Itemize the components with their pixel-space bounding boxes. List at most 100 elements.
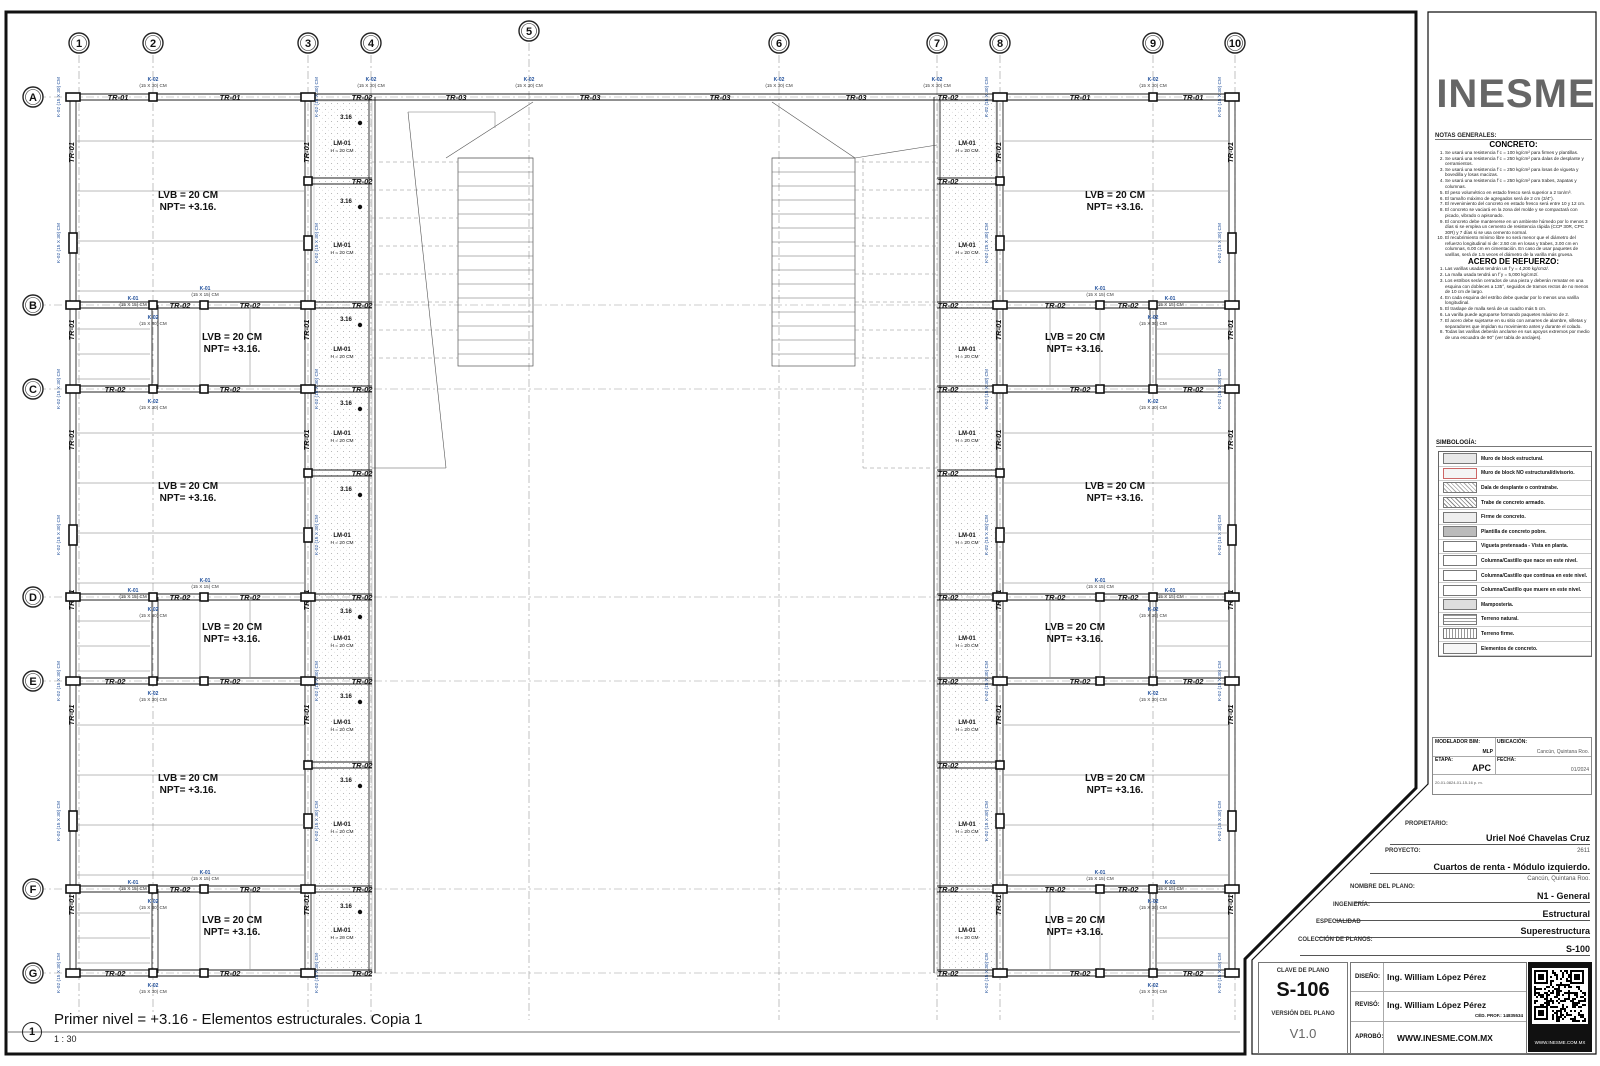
beam-label: TR-03: [710, 93, 732, 102]
column: [992, 92, 1008, 102]
code-value: 20-01-0824-01-15-16 p. m.: [1435, 780, 1483, 785]
symbology-row: Columna/Castillo que nace en este nivel.: [1439, 554, 1591, 569]
diseno-label: DISEÑO:: [1355, 974, 1381, 980]
column-label: K-01: [1165, 588, 1176, 594]
column-label: K-02: [148, 607, 159, 613]
column: [1148, 92, 1158, 102]
column-label: K-02 (15 X 30) CM: [984, 369, 990, 409]
acero-note: En cada esquina del estribo debe quedar …: [1445, 295, 1592, 306]
beam-label: TR-02: [240, 885, 262, 894]
beam-label: TR-01: [302, 142, 311, 163]
beam-label: TR-02: [352, 761, 374, 770]
concreto-note: El concreto se vaciará en la zona del mo…: [1445, 207, 1592, 218]
column-dim-label: (15 X 30) CM: [1139, 321, 1166, 326]
symbology-label: Columna/Castillo que muere en este nivel…: [1481, 587, 1582, 594]
slab-label: LVB = 20 CM: [1045, 622, 1105, 633]
beam-label: TR-02: [938, 969, 960, 978]
beam-label: TR-02: [352, 885, 374, 894]
beam-label: TR-02: [352, 593, 374, 602]
beam-label: TR-01: [994, 320, 1003, 341]
grid-col-label: 1: [76, 38, 82, 50]
beam-label: TR-02: [1118, 593, 1140, 602]
symbology-swatch: [1443, 540, 1477, 552]
column: [148, 884, 158, 894]
column-dim-label: (15 X 30) CM: [1139, 405, 1166, 410]
grid-col-label: 5: [526, 26, 532, 38]
clave-box: CLAVE DE PLANO S-106 VERSIÓN DEL PLANO V…: [1258, 962, 1348, 1054]
grid-col-label: 6: [776, 38, 782, 50]
stair-level-mark: 3.16: [340, 609, 352, 615]
symbology-row: Vigueta pretensada - Vista en planta.: [1439, 540, 1591, 555]
level-symbol-icon: [357, 406, 363, 412]
acero-note: El acero debe sujetarse en su sitio con …: [1445, 318, 1592, 329]
column-label: K-01: [1095, 286, 1106, 292]
column-label: K-02: [774, 77, 785, 83]
column: [300, 676, 316, 686]
column: [68, 810, 78, 832]
beam-label: TR-02: [1070, 969, 1092, 978]
column: [65, 384, 81, 394]
symbology-row: Dala de desplante o contratrabe.: [1439, 481, 1591, 496]
column-label: K-02 (15 X 30) CM: [56, 953, 62, 993]
npt-label: NPT= +3.16.: [160, 493, 217, 504]
grid-bubble: [768, 32, 790, 54]
column: [148, 384, 158, 394]
column-label: K-02 (15 X 30) CM: [1217, 77, 1223, 117]
stair-diagonal: [445, 101, 534, 159]
beam-label: TR-01: [302, 320, 311, 341]
column: [300, 92, 316, 102]
column-dim-label: (15 X 30) CM: [1139, 83, 1166, 88]
stair-diagonal: [771, 101, 856, 159]
symbology-label: Dala de desplante o contratrabe.: [1481, 484, 1559, 491]
modelador-value: MLP: [1482, 749, 1493, 755]
signatures-box: DISEÑO: Ing. William López Pérez REVISÓ:…: [1350, 962, 1527, 1054]
column-label: K-02: [1148, 899, 1159, 905]
beam-label: TR-02: [1183, 677, 1205, 686]
column-dim-label: (15 X 30) CM: [1139, 905, 1166, 910]
fecha-value: 01/2024: [1570, 767, 1589, 773]
column: [199, 300, 209, 310]
column-label: K-02: [524, 77, 535, 83]
grid-col-label: 8: [997, 38, 1003, 50]
column: [300, 884, 316, 894]
column-dim-label: (15 X 15) CM: [191, 292, 218, 297]
column-label: K-02: [148, 691, 159, 697]
reviso-label: REVISÓ:: [1355, 1002, 1380, 1008]
beam-label: TR-01: [1226, 430, 1235, 451]
column-label: K-02: [148, 315, 159, 321]
column-label: K-01: [128, 588, 139, 594]
symbology-swatch: [1443, 511, 1477, 523]
lm-h-label: H = 20 CM: [955, 540, 978, 546]
slab-label: LVB = 20 CM: [158, 190, 218, 201]
slab-label: LVB = 20 CM: [202, 622, 262, 633]
column: [992, 884, 1008, 894]
column-dim-label: (15 X 30) CM: [1139, 697, 1166, 702]
acero-note: La malla usada tendrá un f´y = 5,000 kg/…: [1445, 272, 1592, 277]
column: [148, 300, 158, 310]
lm-h-label: H = 20 CM: [330, 829, 353, 835]
column-label: K-01: [200, 578, 211, 584]
column-label: K-02 (15 X 30) CM: [314, 223, 320, 263]
column-label: K-02 (15 X 30) CM: [1217, 661, 1223, 701]
lm-label: LM-01: [958, 243, 976, 249]
column: [148, 92, 158, 102]
beam-label: TR-02: [938, 93, 960, 102]
symbology-row: Plantilla de concreto pobre.: [1439, 525, 1591, 540]
ubicacion-value: Cancún, Quintana Roo.: [1527, 876, 1590, 882]
ingenieria-label: INGENIERÍA:: [1333, 902, 1371, 908]
lm-h-label: H = 20 CM: [330, 438, 353, 444]
beam-label: TR-02: [1045, 301, 1067, 310]
column-dim-label: (15 X 30) CM: [923, 83, 950, 88]
grid-bubble: [989, 32, 1011, 54]
column-label: K-02: [932, 77, 943, 83]
slab-label: LVB = 20 CM: [202, 915, 262, 926]
npt-label: NPT= +3.16.: [204, 344, 261, 355]
npt-label: NPT= +3.16.: [1087, 202, 1144, 213]
column: [1227, 810, 1237, 832]
beam-label: TR-02: [240, 593, 262, 602]
beam-label: TR-01: [302, 895, 311, 916]
beam-label: TR-02: [352, 385, 374, 394]
sheet-border: [4, 10, 1418, 1056]
beam-label: TR-01: [994, 895, 1003, 916]
